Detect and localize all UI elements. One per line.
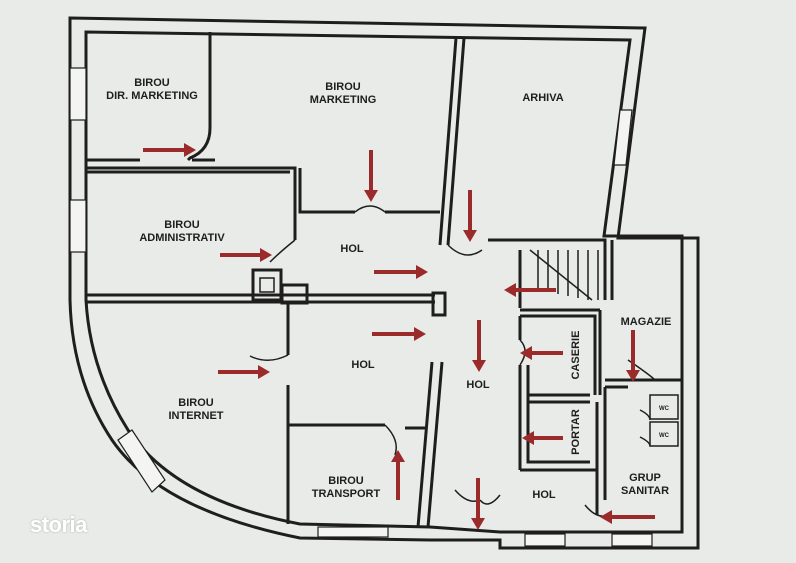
arrow-3 <box>463 190 477 242</box>
arrow-4 <box>220 248 272 262</box>
label-arhiva: ARHIVA <box>522 92 563 104</box>
label-caserie: CASERIE <box>570 331 582 380</box>
arrow-9 <box>218 365 270 379</box>
arrow-15 <box>600 510 655 524</box>
windows <box>69 67 653 547</box>
arrow-13 <box>522 431 563 445</box>
label-hol-1: HOL <box>340 243 364 255</box>
arrow-5 <box>374 265 428 279</box>
arrow-8 <box>472 320 486 372</box>
label-portar: PORTAR <box>570 409 582 455</box>
label-magazie: MAGAZIE <box>621 316 672 328</box>
label-hol-4: HOL <box>532 489 556 501</box>
arrow-6 <box>504 283 556 297</box>
arrow-10 <box>626 330 640 382</box>
label-wc-1: WC <box>659 406 670 412</box>
interior-walls <box>86 32 682 528</box>
arrow-2 <box>364 150 378 202</box>
arrow-11 <box>520 346 563 360</box>
storia-logo: storia <box>30 512 87 537</box>
arrow-1 <box>143 143 196 157</box>
staircase <box>518 249 599 308</box>
arrow-12 <box>391 450 405 500</box>
label-hol-2: HOL <box>351 359 375 371</box>
arrow-14 <box>471 478 485 530</box>
label-wc-2: WC <box>659 433 670 439</box>
arrow-7 <box>372 327 426 341</box>
label-hol-3: HOL <box>466 379 490 391</box>
entry-arrows <box>143 143 655 530</box>
